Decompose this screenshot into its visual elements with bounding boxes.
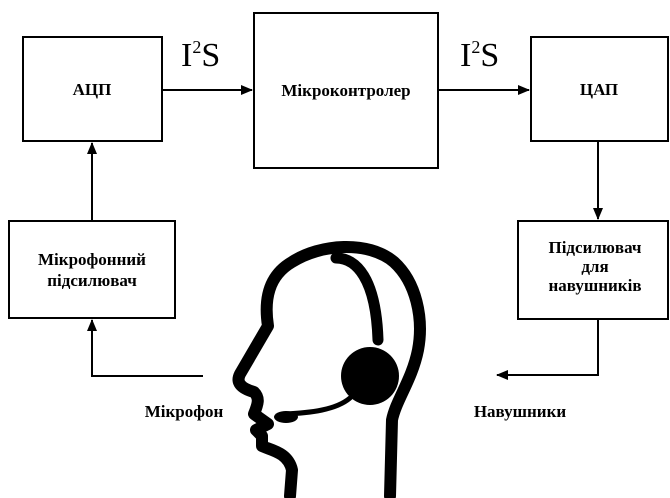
dac-block: ЦАП <box>530 36 669 142</box>
mic-amplifier-label-line1: Мікрофонний <box>38 250 146 269</box>
microphone-tip <box>274 411 298 423</box>
adc-label: АЦП <box>73 80 112 99</box>
headphone-amplifier-label-line2: для <box>581 257 608 276</box>
microphone-label: Мікрофон <box>145 402 224 421</box>
mic-amplifier-label-line2: підсилювач <box>47 271 137 290</box>
headphone-amplifier-label-line1: Підсилювач <box>548 238 641 257</box>
i2s-label-left: I2S <box>181 37 220 74</box>
microphone-boom <box>281 395 353 417</box>
adc-block: АЦП <box>22 36 163 142</box>
head-outline <box>232 240 426 498</box>
mic-amplifier-block: Мікрофонний підсилювач <box>8 220 176 319</box>
i2s-label-right: I2S <box>460 37 499 74</box>
headphones-label: Навушники <box>474 402 567 421</box>
dac-label: ЦАП <box>580 80 618 99</box>
headphone-earcup <box>341 347 399 405</box>
line-mic-to-mic-amp <box>87 319 203 377</box>
headphone-amplifier-label-line3: навушників <box>548 276 641 295</box>
headset-band <box>330 252 384 346</box>
headphone-amplifier-block: Підсилювач для навушників <box>517 220 669 320</box>
microcontroller-block: Мікроконтролер <box>253 12 439 169</box>
microcontroller-label: Мікроконтролер <box>281 81 410 100</box>
arrow-hp-amp-to-headphones <box>496 319 599 380</box>
head-with-headset-illustration <box>232 240 426 498</box>
